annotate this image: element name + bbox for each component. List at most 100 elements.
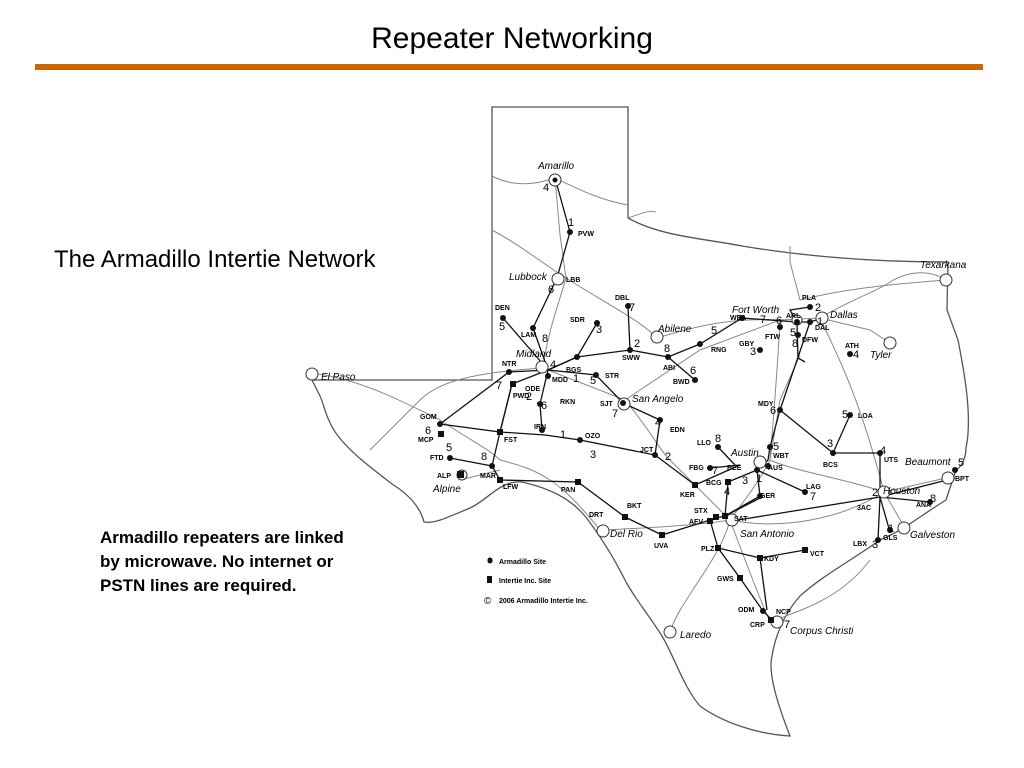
site-label: FBG	[689, 465, 704, 472]
copyright-icon: ©	[484, 596, 492, 607]
site-label: PLA	[802, 295, 816, 302]
site-label: WBT	[773, 453, 790, 460]
city-markers	[305, 173, 955, 639]
legend-armadillo-site: Armadillo Site	[499, 559, 546, 566]
site-label: AUS	[768, 465, 783, 472]
site-label: FST	[504, 437, 518, 444]
site-label: ABI	[663, 365, 675, 372]
site-label: MDY	[758, 401, 774, 408]
legend-intertie-site: Intertie Inc. Site	[499, 578, 551, 585]
site-label: GWS	[717, 576, 734, 583]
hop-number: 5	[958, 457, 964, 469]
hop-number: 2	[872, 487, 878, 499]
site-label: GER	[760, 493, 775, 500]
site-label: PLZ	[701, 546, 715, 553]
site-label: PAN	[561, 487, 575, 494]
hop-number: 1	[568, 217, 574, 229]
city-labels: Amarillo Lubbock Abilene Fort Worth Dall…	[321, 161, 967, 641]
site-label: MCP	[418, 437, 434, 444]
city-dallas: Dallas	[830, 310, 858, 321]
site-label: DEN	[495, 305, 510, 312]
site-label: LAM	[521, 332, 536, 339]
site-label: PWD	[513, 393, 529, 400]
site-label: MDD	[552, 377, 568, 384]
site-label: BEE	[727, 465, 742, 472]
hop-number: 5	[790, 327, 796, 339]
site-label: 3AC	[857, 505, 871, 512]
site-label: RKN	[560, 399, 575, 406]
hop-number: 8	[542, 333, 548, 345]
site-label: STX	[694, 508, 708, 515]
site-label: GLS	[883, 535, 898, 542]
site-label: ATH	[845, 343, 859, 350]
city-fort-worth: Fort Worth	[732, 305, 780, 316]
site-label: LAG	[806, 484, 821, 491]
site-label: MAR	[480, 473, 496, 480]
site-label: EDN	[670, 427, 685, 434]
hop-number: 7	[760, 314, 766, 326]
site-label: JCT	[640, 447, 654, 454]
hop-number: 5	[499, 321, 505, 333]
site-label: ANA	[916, 502, 931, 509]
site-label: LBB	[566, 277, 580, 284]
hop-number: 5	[773, 441, 779, 453]
site-label: KER	[680, 492, 695, 499]
city-corpus-christi: Corpus Christi	[790, 626, 854, 637]
site-label: SJT	[600, 401, 614, 408]
hop-number: 2	[634, 338, 640, 350]
hop-number: 4	[724, 486, 730, 498]
hop-number: 5	[446, 442, 452, 454]
site-label: LOA	[858, 413, 873, 420]
site-label: FTW	[765, 334, 781, 341]
hop-number: 3	[742, 475, 748, 487]
title-rule	[35, 64, 983, 70]
site-labels: PVW LBB DEN LAM SDR DBL PLA WEA ARL DAL …	[418, 231, 970, 629]
site-label: SWW	[622, 355, 640, 362]
site-label: OZO	[585, 433, 601, 440]
legend-copyright: 2006 Armadillo Intertie Inc.	[499, 598, 588, 605]
site-label: KDY	[764, 556, 779, 563]
site-label: FTD	[430, 455, 444, 462]
note-text: Armadillo repeaters are linked by microw…	[100, 528, 344, 595]
legend-square-icon	[487, 578, 492, 583]
hop-number: 7	[496, 380, 502, 392]
hop-number: 7	[612, 408, 618, 420]
city-san-antonio: San Antonio	[740, 529, 795, 540]
hop-number: 3	[827, 438, 833, 450]
site-label: BCG	[706, 480, 722, 487]
city-lubbock: Lubbock	[509, 272, 548, 283]
legend-dot-icon	[487, 558, 493, 564]
hop-number: 3	[750, 346, 756, 358]
site-label: ODM	[738, 607, 755, 614]
site-label: BCS	[823, 462, 838, 469]
hop-number: 1	[888, 523, 894, 535]
hop-number: 6	[548, 284, 554, 296]
site-label: PVW	[578, 231, 594, 238]
city-houston: Houston	[883, 486, 921, 497]
hop-number: 4	[880, 445, 886, 457]
site-label: RNG	[711, 347, 727, 354]
site-label: DRT	[589, 512, 604, 519]
city-austin: Austin	[730, 448, 759, 459]
site-label: BWD	[673, 379, 690, 386]
map-legend: Armadillo Site Intertie Inc. Site © 2006…	[484, 558, 588, 607]
slide-subtitle: The Armadillo Intertie Network	[54, 246, 376, 273]
hop-number: 6	[425, 425, 431, 437]
hop-number: 5	[590, 375, 596, 387]
site-label: LLO	[697, 440, 712, 447]
hop-number: 8	[930, 493, 936, 505]
city-alpine: Alpine	[432, 484, 461, 495]
hop-number: 6	[690, 365, 696, 377]
hop-number: 4	[543, 182, 549, 194]
city-abilene: Abilene	[657, 324, 692, 335]
site-label: UTS	[884, 457, 898, 464]
site-label: SDR	[570, 317, 585, 324]
site-label: ALP	[437, 473, 451, 480]
texas-outline	[310, 106, 970, 737]
site-label: IRN	[534, 424, 546, 431]
hop-number: 4	[853, 349, 859, 361]
site-label: LFW	[503, 484, 519, 491]
city-galveston: Galveston	[910, 530, 955, 541]
hop-number: 2	[815, 302, 821, 314]
city-laredo: Laredo	[680, 630, 712, 641]
